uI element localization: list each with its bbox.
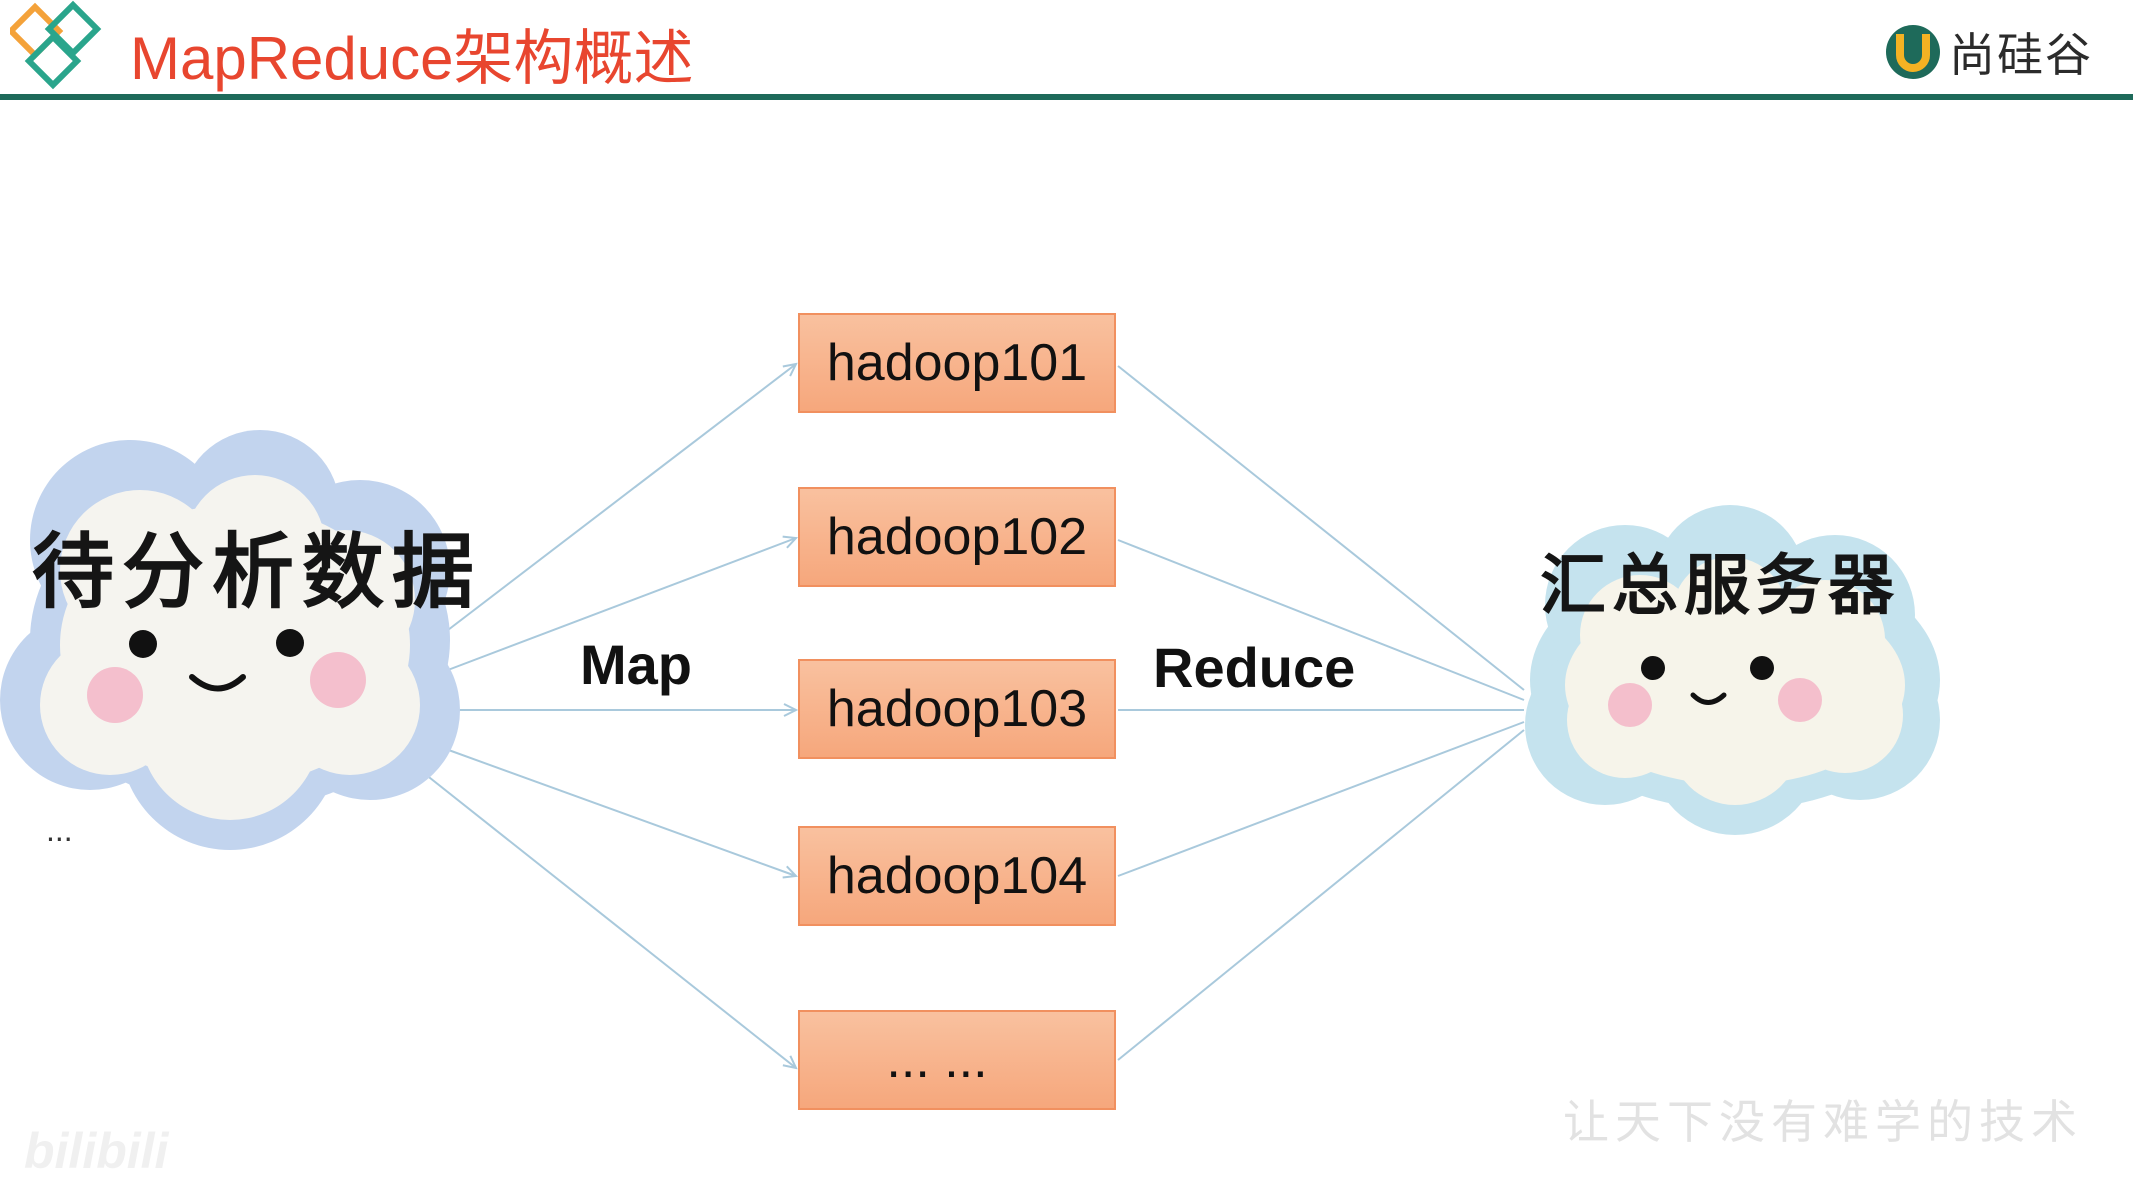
map-edge-5 bbox=[419, 769, 796, 1068]
brand: 尚硅谷 bbox=[1883, 22, 2093, 82]
node-hadoop102: hadoop102 bbox=[798, 487, 1116, 587]
target-server-label: 汇总服务器 bbox=[1540, 546, 1900, 624]
reduce-edge-4 bbox=[1117, 721, 1525, 877]
reduce-label: Reduce bbox=[1153, 636, 1356, 699]
node-hadoop103: hadoop103 bbox=[798, 659, 1116, 759]
brand-name: 尚硅谷 bbox=[1949, 28, 2093, 82]
node-hadoop104: hadoop104 bbox=[798, 826, 1116, 926]
header-divider bbox=[0, 94, 2133, 100]
source-more-ellipsis: ... bbox=[46, 812, 73, 848]
slogan-watermark: 让天下没有难学的技术 bbox=[1563, 1095, 2083, 1149]
target-cloud-icon bbox=[1525, 505, 1940, 835]
map-label: Map bbox=[580, 633, 692, 696]
source-cloud-icon bbox=[0, 430, 460, 850]
map-edge-1 bbox=[447, 364, 796, 631]
reduce-edge-5 bbox=[1117, 729, 1525, 1061]
map-edge-4 bbox=[431, 743, 796, 876]
node-hadoop101: hadoop101 bbox=[798, 313, 1116, 413]
map-edge-2 bbox=[439, 538, 796, 674]
video-watermark-logo: bilibili bbox=[24, 1123, 169, 1179]
logo-diamonds-icon bbox=[10, 0, 102, 90]
brand-logo-icon bbox=[1886, 25, 1940, 79]
node-more: ... ... bbox=[798, 1010, 1116, 1110]
reduce-edge-2 bbox=[1117, 539, 1525, 701]
reduce-edge-1 bbox=[1117, 365, 1525, 691]
source-data-label: 待分析数据 bbox=[32, 524, 483, 620]
page-title: MapReduce架构概述 bbox=[130, 25, 694, 92]
